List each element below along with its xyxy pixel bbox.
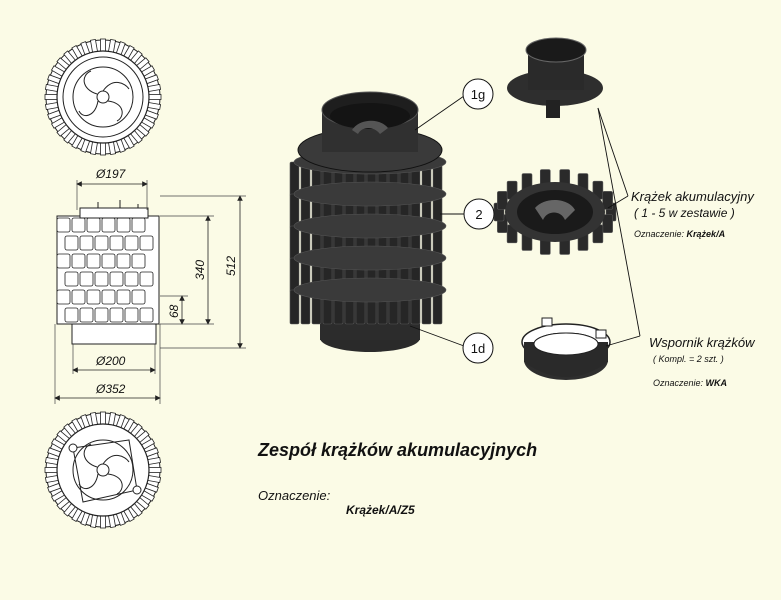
disc-part-name: Krążek akumulacyjny	[631, 189, 754, 204]
brick	[109, 235, 124, 251]
support-part-qty: ( Kompl. = 2 szt. )	[653, 354, 724, 364]
disc-tooth	[289, 289, 300, 325]
brick	[131, 217, 146, 233]
brick	[79, 271, 94, 287]
part-top-ring	[507, 37, 603, 118]
disc-top	[293, 277, 447, 303]
disc-top	[293, 245, 447, 271]
disc-designation-label: Oznaczenie:	[634, 229, 685, 239]
brick	[116, 253, 131, 269]
callout-top: 1g	[462, 78, 494, 110]
brick	[56, 217, 71, 233]
callout-label: 1g	[471, 87, 485, 102]
brick	[64, 271, 79, 287]
disc-stack-3d	[289, 149, 447, 325]
designation-value: Krążek/A/Z5	[346, 503, 415, 517]
brick	[94, 235, 109, 251]
disc-top	[293, 213, 447, 239]
disc-tooth	[602, 191, 613, 210]
disc-designation: Oznaczenie: Krążek/A	[634, 229, 725, 239]
support-designation-value: WKA	[705, 378, 728, 388]
callout-label: 2	[475, 207, 482, 222]
bottom-view	[44, 411, 162, 529]
brick	[79, 235, 94, 251]
disc-designation-value: Krążek/A	[686, 229, 726, 239]
disc-stack-side	[56, 217, 154, 323]
brick	[116, 217, 131, 233]
brick	[64, 307, 79, 323]
support-designation-label: Oznaczenie:	[653, 378, 704, 388]
brick	[56, 289, 71, 305]
part-support	[521, 317, 611, 380]
brick	[124, 307, 139, 323]
dim-stack-height: 340	[193, 260, 207, 280]
brick	[101, 217, 116, 233]
disc-part-qty: ( 1 - 5 w zestawie )	[634, 206, 735, 220]
brick	[86, 289, 101, 305]
brick	[64, 235, 79, 251]
brick	[56, 253, 71, 269]
brick	[71, 253, 86, 269]
support-designation: Oznaczenie: WKA	[653, 378, 727, 388]
assembly-3d	[289, 91, 447, 352]
brick	[86, 253, 101, 269]
brick	[71, 289, 86, 305]
dim-total-height: 512	[224, 256, 238, 276]
part-disc	[493, 169, 617, 255]
brick	[139, 307, 154, 323]
callout-middle: 2	[463, 198, 495, 230]
brick	[71, 217, 86, 233]
brick	[86, 217, 101, 233]
brick	[101, 289, 116, 305]
brick	[139, 235, 154, 251]
leader-lines	[409, 95, 641, 347]
brick	[94, 271, 109, 287]
brick	[131, 289, 146, 305]
brick	[79, 307, 94, 323]
brick	[124, 235, 139, 251]
brick	[139, 271, 154, 287]
callout-label: 1d	[471, 341, 485, 356]
designation-label: Oznaczenie:	[258, 488, 331, 503]
disc-tooth	[602, 214, 613, 233]
disc-top	[293, 181, 447, 207]
disc-tooth	[497, 191, 508, 210]
dim-base-height: 68	[167, 304, 181, 318]
dim-inner-diameter: Ø200	[95, 354, 126, 368]
brick	[116, 289, 131, 305]
top-view	[44, 38, 162, 156]
brick	[109, 307, 124, 323]
callout-bottom: 1d	[462, 332, 494, 364]
support-part-name: Wspornik krążków	[649, 335, 755, 350]
brick	[124, 271, 139, 287]
brick	[131, 253, 146, 269]
drawing-title: Zespół krążków akumulacyjnych	[258, 440, 538, 460]
brick	[109, 271, 124, 287]
dim-top-diameter: Ø197	[95, 167, 127, 181]
dim-outer-diameter: Ø352	[95, 382, 126, 396]
brick	[94, 307, 109, 323]
brick	[101, 253, 116, 269]
side-elevation: Ø197 512 340 68 Ø200 Ø352	[54, 167, 246, 404]
